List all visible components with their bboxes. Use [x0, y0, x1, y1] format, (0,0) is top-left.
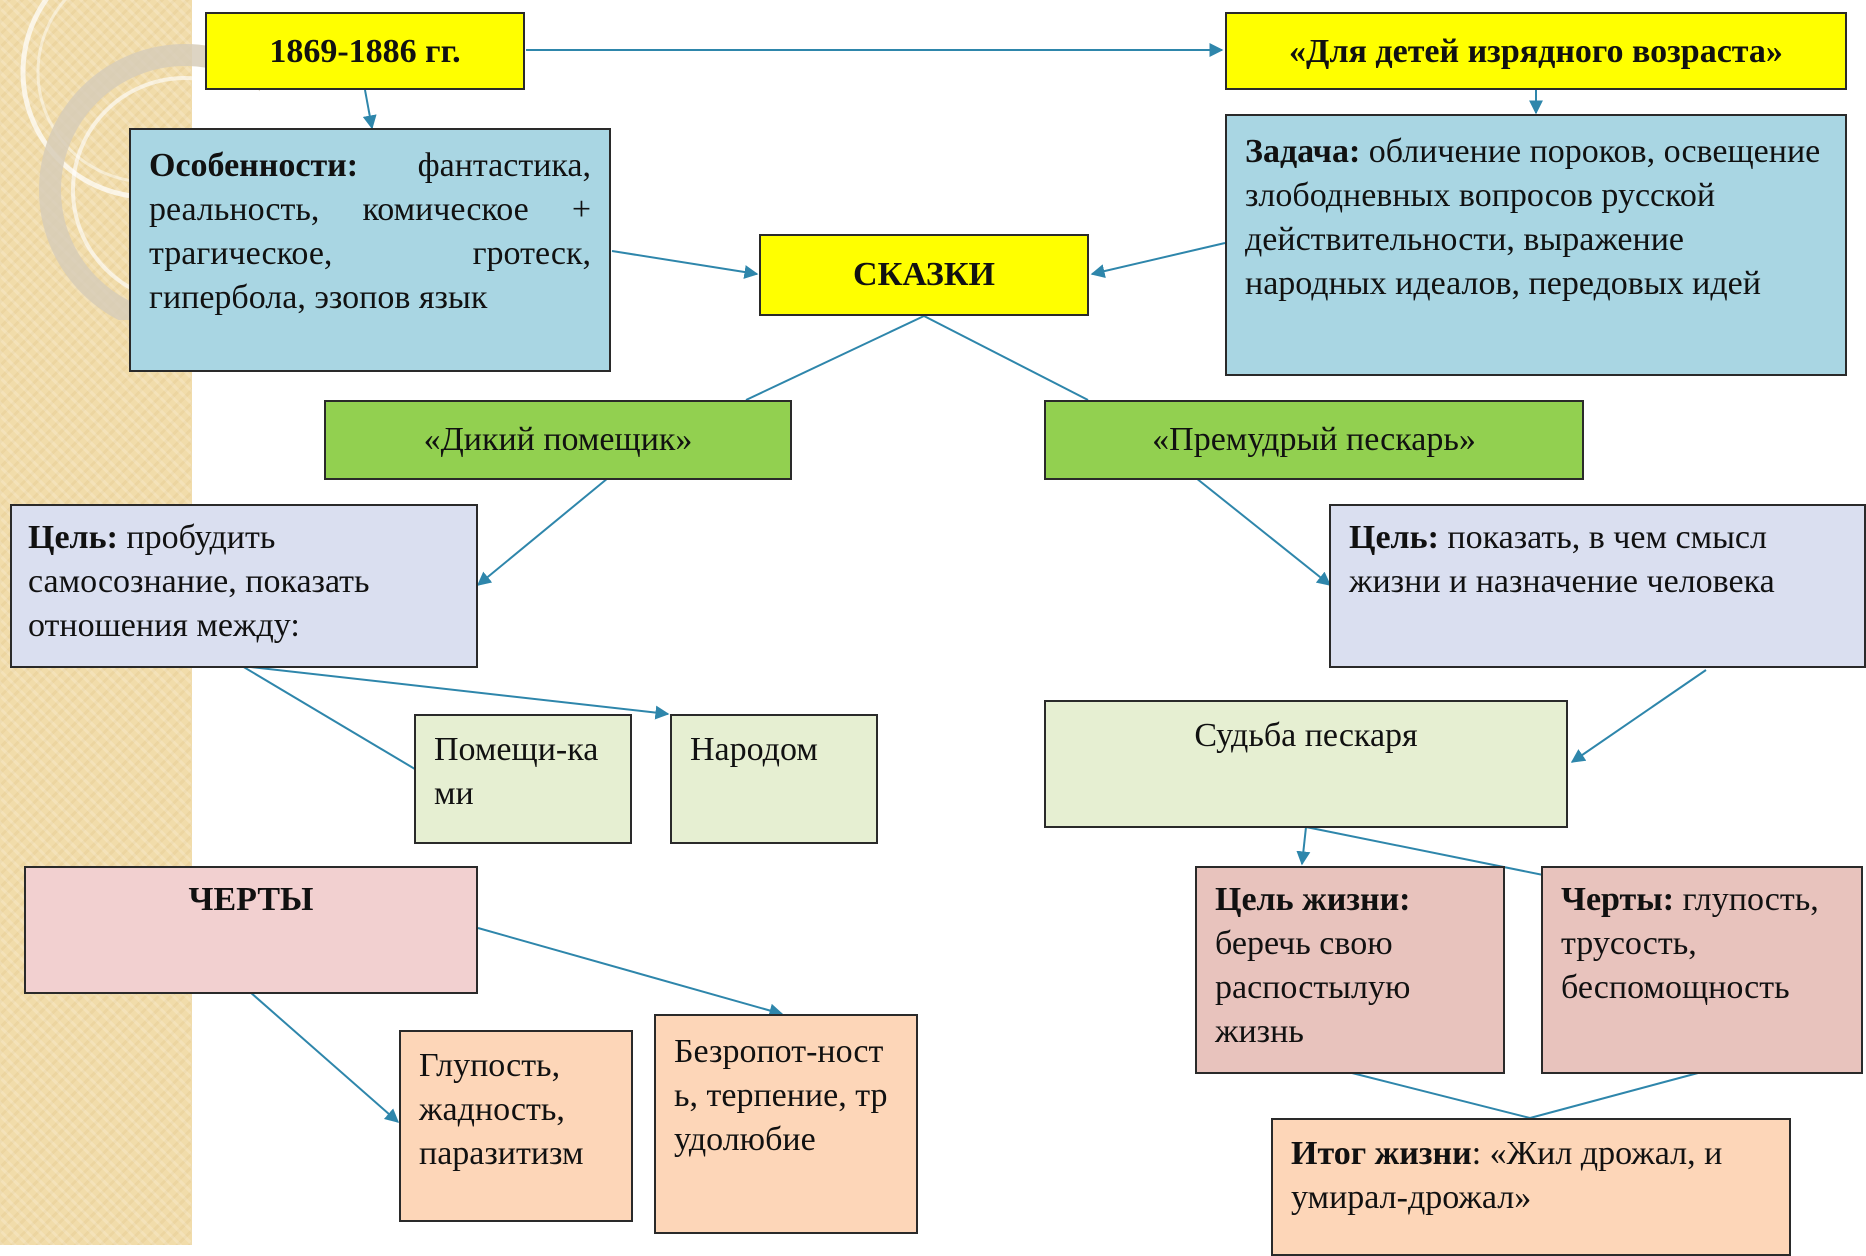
life-goal-label: Цель жизни: — [1215, 881, 1411, 918]
wise-gudgeon-goal-box: Цель: показать, в чем смысл жизни и назн… — [1329, 504, 1866, 668]
gudgeon-traits-text: глупость, трусость, беспомощность — [1561, 881, 1819, 1006]
gudgeon-traits-label: Черты: — [1561, 881, 1675, 918]
traits-landowners-box: Глупость, жадность, паразитизм — [399, 1030, 633, 1222]
arrow-goal-to-people — [241, 665, 670, 720]
traits-title-box: ЧЕРТЫ — [24, 866, 478, 994]
arrow-period-to-features — [362, 89, 377, 130]
arrow-goal-to-fate — [1570, 669, 1707, 763]
features-label: Особенности: — [149, 147, 359, 184]
relation-landowners-box: Помещи-ками — [414, 714, 632, 844]
life-goal-box: Цель жизни: беречь свою распостылую жизн… — [1195, 866, 1505, 1074]
arrow-goal-to-landowners — [241, 665, 432, 779]
gudgeon-goal-text: показать, в чем смысл жизни и назначение… — [1349, 519, 1775, 600]
arrow-gudgeon-to-goal — [1195, 477, 1332, 586]
features-box: Особенности: фантастика, реальность, ком… — [129, 128, 611, 372]
task-label: Задача: — [1245, 133, 1361, 170]
gudgeon-traits-box: Черты: глупость, трусость, беспомощность — [1541, 866, 1863, 1074]
arrow-wild-to-goal — [476, 477, 609, 586]
ring-thick — [39, 44, 260, 320]
tales-box: СКАЗКИ — [759, 234, 1089, 316]
wild-landowner-title: «Дикий помещик» — [324, 400, 792, 480]
arrow-traits-to-people — [477, 927, 784, 1018]
line-tales-to-gudgeon — [923, 315, 1089, 401]
arrow-traits-to-landowners — [249, 991, 400, 1123]
task-box: Задача: обличение пороков, освещение зло… — [1225, 114, 1847, 376]
wild-landowner-goal-box: Цель: пробудить самосознание, показать о… — [10, 504, 478, 668]
period-box: 1869-1886 гг. — [205, 12, 525, 90]
arrow-fate-to-life-goal — [1296, 826, 1311, 866]
relation-people-box: Народом — [670, 714, 878, 844]
traits-people-box: Безропот-ность, терпение, трудолюбие — [654, 1014, 918, 1234]
line-life-goal-to-result — [1351, 1072, 1531, 1119]
life-result-box: Итог жизни: «Жил дрожал, и умирал-дрожал… — [1271, 1118, 1791, 1256]
line-traits-to-result — [1529, 1072, 1699, 1119]
gudgeon-goal-label: Цель: — [1349, 519, 1439, 556]
life-result-label: Итог жизни — [1291, 1135, 1472, 1172]
task-text: обличение пороков, освещение злободневны… — [1245, 133, 1821, 302]
wild-goal-text: пробудить самосознание, показать отношен… — [28, 519, 370, 644]
audience-box: «Для детей изрядного возраста» — [1225, 12, 1847, 90]
gudgeon-fate-box: Судьба пескаря — [1044, 700, 1568, 828]
arrow-task-to-tales — [1090, 242, 1226, 278]
life-result-text: : «Жил дрожал, и умирал-дрожал» — [1291, 1135, 1723, 1216]
features-text: фантастика, реальность, комическое + тра… — [149, 147, 591, 316]
wild-goal-label: Цель: — [28, 519, 118, 556]
line-tales-to-wild — [745, 315, 925, 401]
wise-gudgeon-title: «Премудрый пескарь» — [1044, 400, 1584, 480]
arrow-features-to-tales — [611, 250, 759, 279]
life-goal-text: беречь свою распостылую жизнь — [1215, 925, 1411, 1050]
